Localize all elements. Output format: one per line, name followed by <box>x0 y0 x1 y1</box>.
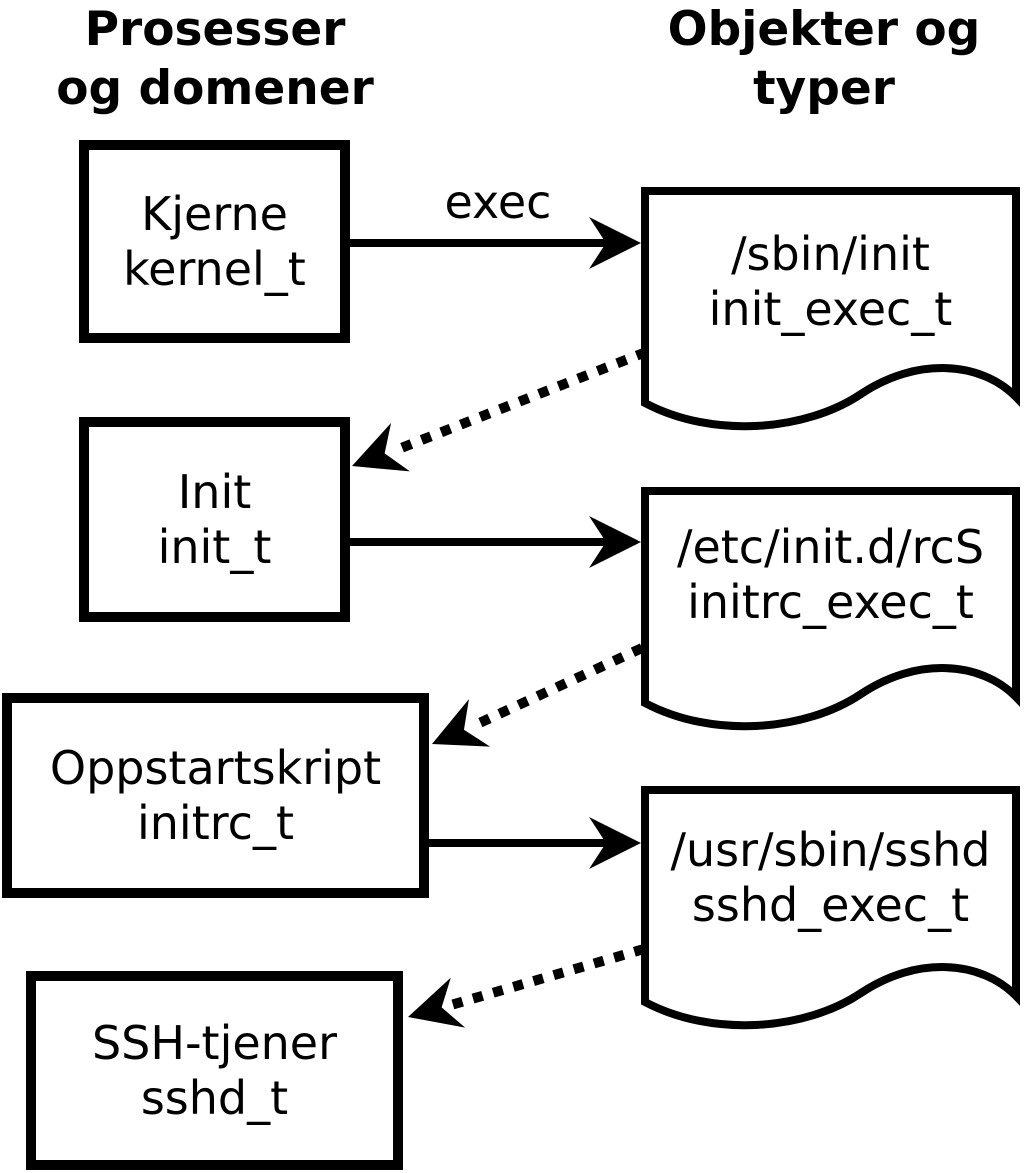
exec-arrow-label: exec <box>444 175 552 229</box>
transition-arrow-sbin-init-to-init <box>352 347 648 472</box>
object-node-usr-sbin-sshd: /usr/sbin/sshd sshd_exec_t <box>645 823 1016 933</box>
column-header-objects-line1: Objekter og <box>667 2 981 57</box>
exec-arrow-initrc-to-usr-sbin-sshd <box>424 817 641 869</box>
column-header-processes-line1: Prosesser <box>84 2 346 57</box>
object-node-etc-initd-rcs: /etc/init.d/rcS initrc_exec_t <box>645 520 1016 630</box>
process-node-initrc-type: initrc_t <box>137 795 294 850</box>
object-node-shape-sbin-init <box>641 187 1020 431</box>
process-node-initrc-name: Oppstartskript <box>49 740 382 795</box>
object-node-usr-sbin-sshd-path: /usr/sbin/sshd <box>670 823 991 877</box>
object-node-sbin-init-path: /sbin/init <box>731 227 930 281</box>
process-node-sshd: SSH-tjener sshd_t <box>26 971 403 1170</box>
exec-arrow-init-to-etc-initd-rcs <box>346 516 641 568</box>
process-node-kernel: Kjerne kernel_t <box>79 140 350 343</box>
column-header-objects-line2: typer <box>753 61 895 116</box>
object-node-usr-sbin-sshd-type: sshd_exec_t <box>691 878 970 932</box>
process-node-init: Init init_t <box>79 417 350 622</box>
process-node-kernel-name: Kjerne <box>141 186 288 241</box>
object-node-sbin-init-type: init_exec_t <box>708 282 953 336</box>
column-header-objects: Objekter og typer <box>624 0 1024 118</box>
transition-arrow-etc-initd-rcs-to-initrc <box>432 643 645 747</box>
process-node-init-type: init_t <box>157 519 272 574</box>
object-node-etc-initd-rcs-path: /etc/init.d/rcS <box>676 520 985 574</box>
process-node-initrc: Oppstartskript initrc_t <box>2 693 429 898</box>
process-node-sshd-type: sshd_t <box>140 1070 289 1125</box>
object-node-sbin-init: /sbin/init init_exec_t <box>645 227 1016 337</box>
object-node-etc-initd-rcs-type: initrc_exec_t <box>687 575 974 629</box>
column-header-processes-line2: og domener <box>56 61 374 116</box>
column-header-processes: Prosesser og domener <box>15 0 415 118</box>
process-node-sshd-name: SSH-tjener <box>91 1015 338 1070</box>
transition-arrow-usr-sbin-sshd-to-sshd <box>408 944 646 1028</box>
exec-arrow-kernel-to-sbin-init <box>346 217 641 269</box>
process-node-kernel-type: kernel_t <box>123 241 306 296</box>
object-node-shape-usr-sbin-sshd <box>641 786 1020 1030</box>
object-node-shape-etc-initd-rcs <box>641 487 1020 731</box>
process-node-init-name: Init <box>177 464 252 519</box>
